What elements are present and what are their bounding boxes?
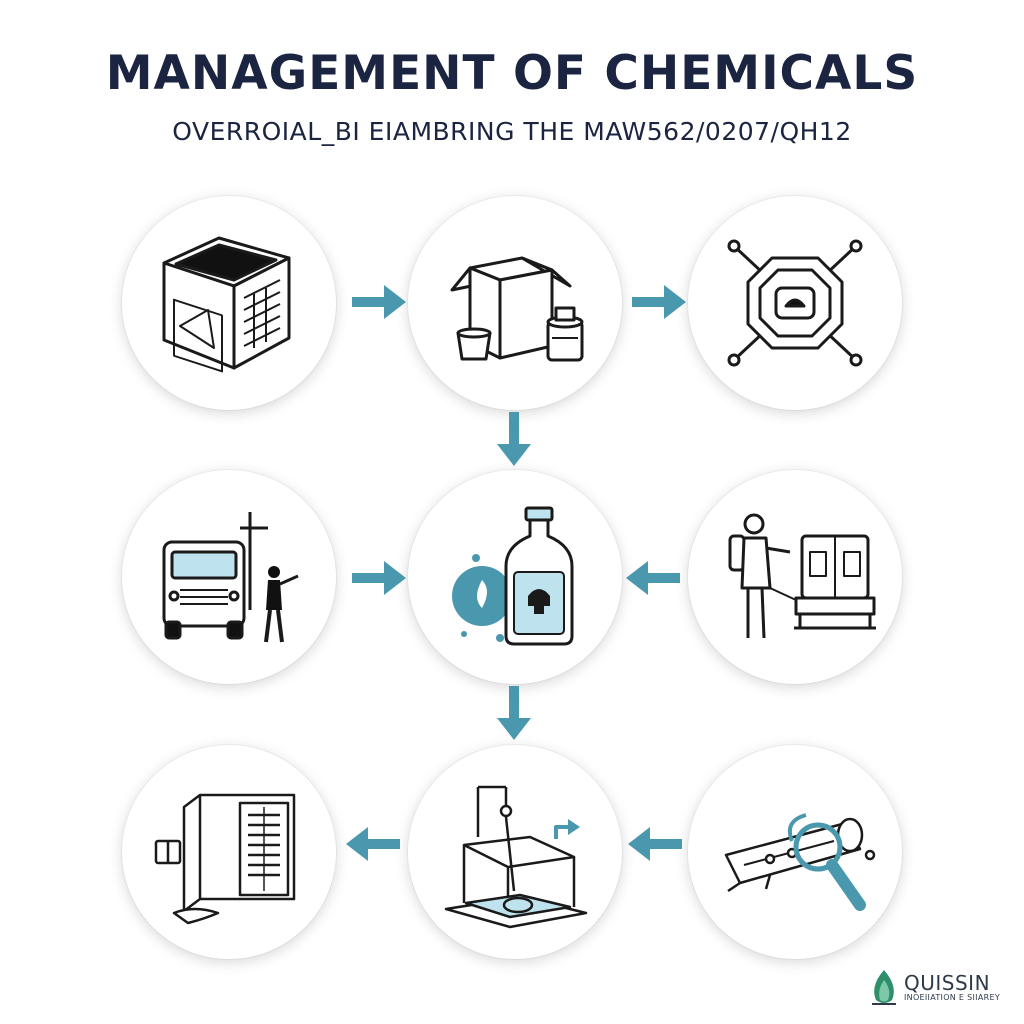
page-subtitle: OVERROIAL_BI EIAMBRING THE MAW562/0207/Q…: [172, 117, 852, 146]
arrow-right-3: [352, 561, 406, 595]
containment-icon: [727, 239, 863, 367]
node-records-cabinet: [122, 745, 336, 959]
arrow-left-1: [626, 561, 680, 595]
flame-leaf-icon: [872, 970, 896, 1005]
crate-icon: [162, 236, 291, 373]
node-treatment-tank: [408, 745, 622, 959]
logo-name: QUISSIN: [904, 971, 991, 995]
open-box-icon: [450, 256, 584, 362]
node-containment-unit: [688, 196, 902, 410]
truck-icon: [162, 512, 299, 643]
node-worker-handling: [688, 470, 902, 684]
arrow-right-2: [632, 285, 686, 319]
cabinet-icon: [154, 793, 296, 925]
node-transport-truck: [122, 470, 336, 684]
magnifier-icon: [724, 813, 876, 911]
node-chemical-bottle: [408, 470, 622, 684]
arrow-right-1: [352, 285, 406, 319]
node-inspection-equipment: [688, 745, 902, 959]
logo-tagline: INOEIIATION E SIIAREY: [904, 993, 1001, 1002]
node-storage-crate: [122, 196, 336, 410]
node-open-box-containers: [408, 196, 622, 410]
arrow-down-1: [497, 412, 531, 466]
arrow-left-2: [346, 827, 400, 861]
arrow-left-3: [628, 827, 682, 861]
bottle-icon: [452, 506, 574, 646]
tank-icon: [444, 785, 588, 929]
worker-icon: [728, 513, 876, 639]
arrow-down-2: [497, 686, 531, 740]
page-title: MANAGEMENT OF CHEMICALS: [105, 46, 919, 101]
brand-logo: QUISSIN INOEIIATION E SIIAREY: [868, 964, 1018, 1012]
